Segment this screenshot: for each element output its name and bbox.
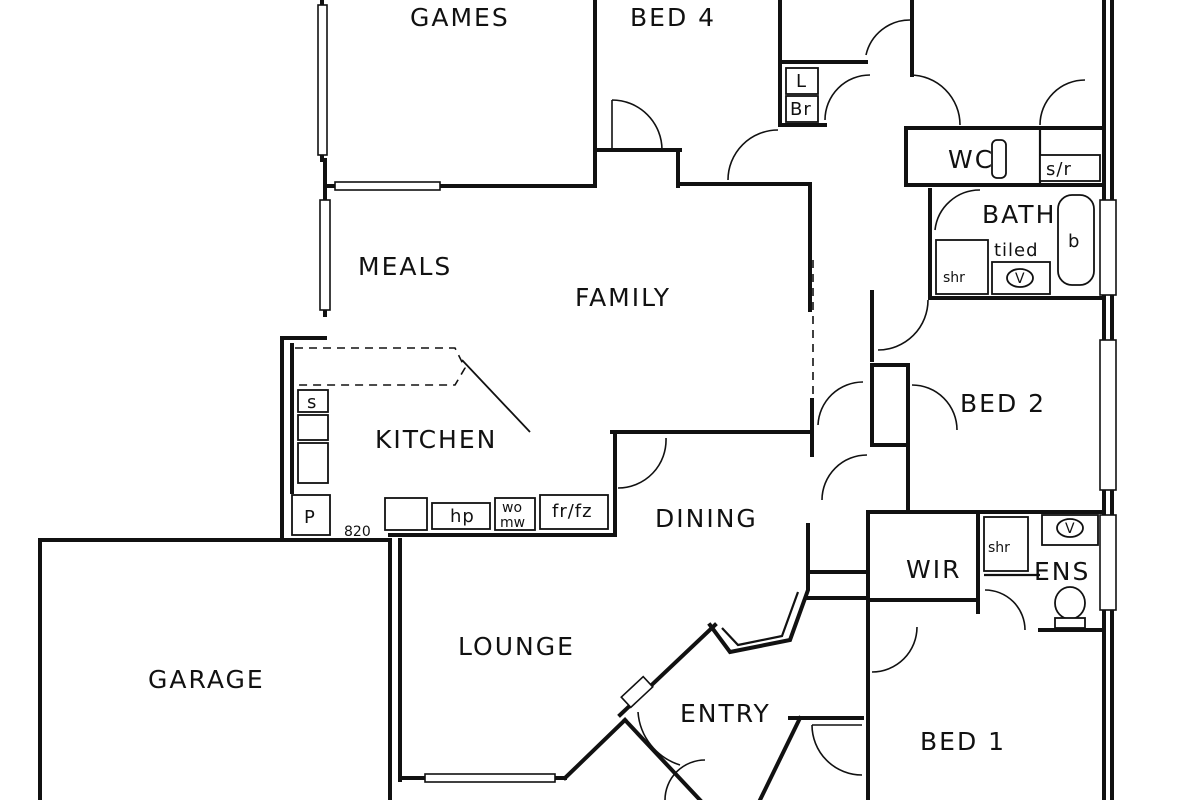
pantry [291, 494, 331, 536]
room-lounge: LOUNGE [458, 632, 575, 661]
bath-tub [1057, 194, 1095, 286]
linen-label: L [796, 71, 807, 92]
room-bed4: BED 4 [630, 3, 716, 32]
shower-recess-label: s/r [1046, 159, 1072, 180]
ensuite-shower-label: shr [988, 540, 1010, 556]
fridge-space [539, 494, 609, 530]
room-meals: MEALS [358, 252, 452, 281]
room-garage: GARAGE [148, 665, 265, 694]
room-bed2: BED 2 [960, 389, 1046, 418]
hotplate [431, 502, 491, 530]
room-kitchen: KITCHEN [375, 425, 497, 454]
wet-area-fixtures: L Br s/r b shr V shr V [785, 67, 1101, 629]
bath-tub-label: b [1068, 231, 1080, 252]
broom-label: Br [790, 99, 812, 120]
room-wir: WIR [906, 555, 961, 584]
room-labels: GAMES BED 4 MEALS FAMILY KITCHEN DINING … [148, 3, 1090, 756]
sink-cabinet [297, 389, 329, 413]
linen-cupboard [785, 67, 819, 95]
bath-note: tiled [994, 240, 1039, 261]
room-dining: DINING [655, 504, 758, 533]
room-family: FAMILY [575, 283, 671, 312]
sink-label: s [307, 392, 317, 413]
hotplate-label: hp [450, 506, 475, 527]
kitchen-fixtures: s P 820 hp wo mw fr/fz [291, 347, 609, 540]
room-entry: ENTRY [680, 699, 771, 728]
room-bed1: BED 1 [920, 727, 1006, 756]
doors [611, 19, 1086, 800]
walls [38, 0, 1117, 800]
room-ens: ENS [1034, 557, 1090, 586]
door-width-label: 820 [344, 524, 371, 540]
pantry-label: P [304, 507, 316, 528]
fridge-label: fr/fz [552, 501, 593, 522]
ensuite-toilet [1054, 586, 1086, 620]
room-games: GAMES [410, 3, 510, 32]
room-bath: BATH [982, 200, 1056, 229]
wall-oven [494, 497, 536, 531]
bath-shower-label: shr [943, 270, 965, 286]
ensuite-vanity-label: V [1065, 521, 1075, 537]
microwave-label: mw [500, 515, 525, 531]
bath-vanity-label: V [1015, 271, 1025, 287]
wc-pan [991, 139, 1007, 179]
ensuite-shower [983, 516, 1029, 572]
wall-oven-label: wo [502, 500, 522, 516]
room-wc: WC [948, 145, 994, 174]
bath-shower [935, 239, 989, 295]
broom-cupboard [785, 95, 819, 123]
